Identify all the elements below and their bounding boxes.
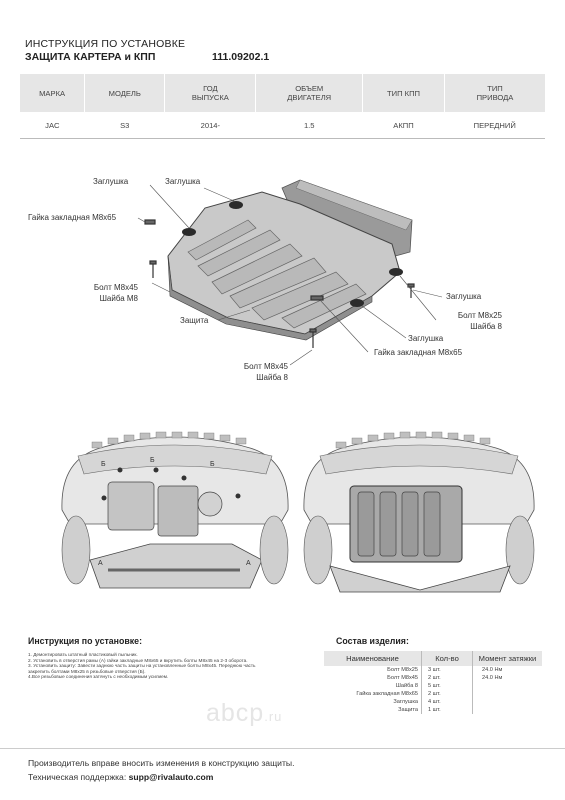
label-washer-bottom: Шайба 8 — [256, 373, 288, 382]
fasteners — [144, 219, 415, 348]
weld-nut-bottom — [310, 295, 324, 301]
footer-notice: Производитель вправе вносить изменения в… — [28, 758, 295, 768]
spec-value-brand: JAC — [45, 120, 60, 130]
parts-table: Наименование Кол-во Момент затяжки Болт … — [324, 651, 542, 714]
table-row: Болт М8х25 3 шт. 24.0 Нм — [324, 666, 542, 674]
parts-title: Состав изделия: — [336, 636, 409, 646]
weld-nut-left — [144, 219, 156, 225]
watermark: abcp.ru — [206, 699, 283, 727]
label-washer-left: Шайба М8 — [99, 294, 138, 303]
parts-header-name: Наименование — [324, 651, 422, 666]
label-shield: Защита — [180, 316, 209, 325]
marker-a-right: А — [246, 560, 251, 567]
table-row: Шайба 8 5 шт. — [324, 682, 542, 690]
table-row: Заглушка 4 шт. — [324, 698, 542, 706]
vehicle-view-before — [61, 431, 289, 589]
spec-value-drive: ПЕРЕДНИЙ — [473, 120, 516, 130]
instruction-step-2: 2. Установить в отверстия рамы (А) гайки… — [28, 657, 248, 663]
label-weld-nut-bottom: Гайка закладная М8х65 — [374, 348, 463, 357]
instruction-step-1: 1. Демонтировать штатный пластиковый пыл… — [28, 652, 138, 657]
label-plug-right: Заглушка — [446, 292, 482, 301]
vehicle-views — [61, 431, 535, 593]
label-plug-right-lower: Заглушка — [408, 334, 444, 343]
spec-header-gearbox: ТИП КПП — [362, 74, 445, 112]
marker-b-left-3: Б — [210, 461, 215, 468]
plug-holes — [182, 201, 403, 307]
instruction-step-3-cont: закрепить болтами М8х25 в резьбовые отве… — [28, 668, 146, 674]
marker-a-left: А — [98, 560, 103, 567]
instructions-title: Инструкция по установке: — [28, 636, 142, 646]
label-bolt-right: Болт М8х25 — [457, 311, 502, 320]
vehicle-view-after — [303, 431, 535, 593]
spec-header-model: МОДЕЛЬ — [84, 74, 165, 112]
instruction-step-3: 3. Установить защиту: Завести заднюю час… — [28, 663, 256, 669]
footer-divider — [0, 748, 565, 749]
label-bolt-bottom: Болт М8х45 — [243, 362, 288, 371]
table-row: Болт М8х45 2 шт. 24.0 Нм — [324, 674, 542, 682]
spec-value-year: 2014- — [200, 120, 221, 130]
leader-lines — [137, 184, 443, 366]
label-bolt-left: Болт М8х45 — [93, 283, 138, 292]
label-washer-right: Шайба 8 — [470, 322, 502, 331]
spec-values-row: JAC S3 2014- 1.5 АКПП ПЕРЕДНИЙ — [20, 112, 545, 139]
label-weld-nut-left: Гайка закладная М8х65 — [28, 213, 117, 222]
document-title: ИНСТРУКЦИЯ ПО УСТАНОВКЕ — [25, 38, 186, 50]
parts-header-row: Наименование Кол-во Момент затяжки — [324, 651, 542, 666]
shield-rear-top-edge — [295, 179, 413, 231]
spec-value-model: S3 — [120, 120, 130, 130]
table-row: Защита 1 шт. — [324, 706, 542, 714]
support-label: Техническая поддержка: — [28, 772, 129, 782]
spec-value-engine: 1.5 — [303, 120, 315, 130]
parts-header-torque: Момент затяжки — [472, 651, 542, 666]
label-plug-top-left: Заглушка — [93, 177, 129, 186]
marker-b-left-2: Б — [150, 457, 155, 464]
article-number: 111.09202.1 — [212, 51, 270, 63]
product-title: ЗАЩИТА КАРТЕРА и КПП — [25, 51, 156, 63]
spec-header-brand: МАРКА — [20, 74, 85, 112]
marker-b-left-1: Б — [101, 461, 106, 468]
spec-value-gearbox: АКПП — [393, 120, 414, 130]
instructions-list: 1. Демонтировать штатный пластиковый пыл… — [28, 652, 313, 680]
support-email-link[interactable]: supp@rivalauto.com — [128, 772, 214, 782]
instruction-step-4: 4.Все резьбовые соединения затянуть с не… — [28, 674, 169, 680]
shield-front-edge — [167, 255, 373, 341]
parts-header-qty: Кол-во — [421, 651, 473, 666]
table-row: Гайка закладная М8х65 2 шт. — [324, 690, 542, 698]
footer-support: Техническая поддержка: supp@rivalauto.co… — [28, 772, 213, 782]
assembly-drawing — [137, 179, 443, 366]
label-plug-top: Заглушка — [165, 177, 201, 186]
shield-ribs — [187, 219, 367, 329]
